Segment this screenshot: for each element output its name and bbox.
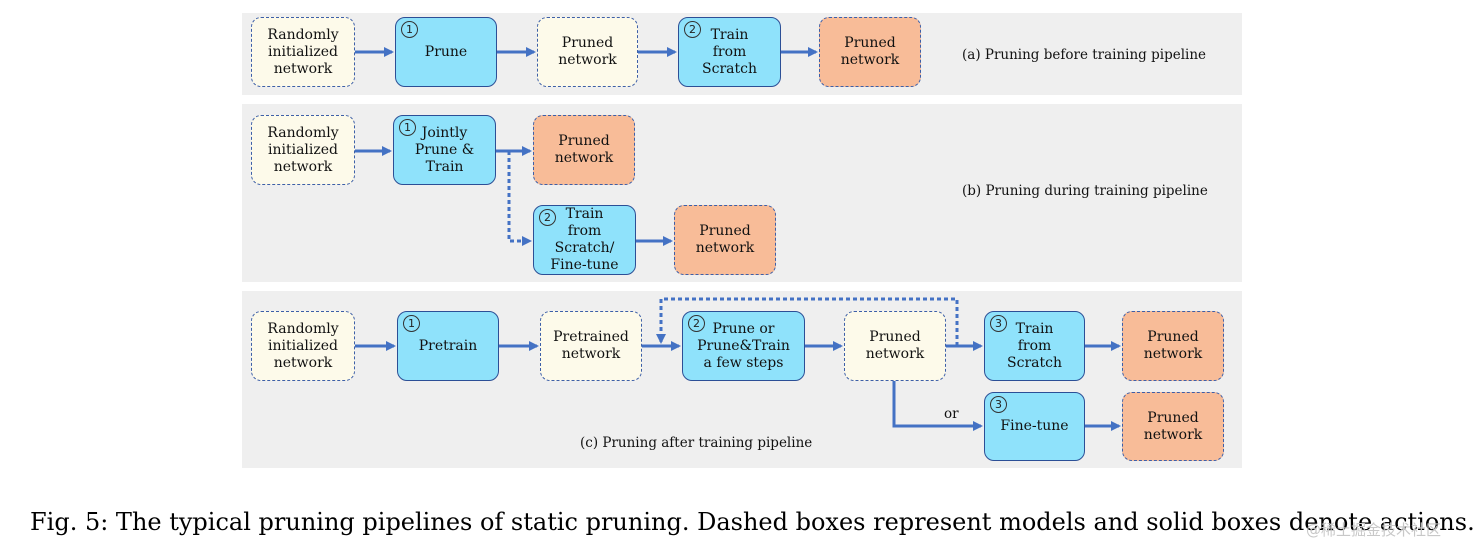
box-text: Pruned: [558, 133, 610, 149]
box-text: network: [695, 240, 755, 256]
box-text: Train: [425, 158, 464, 175]
box-text: Pruned: [1147, 409, 1199, 426]
box-text: Jointly: [421, 124, 468, 141]
box-text: network: [840, 52, 900, 68]
box-text: initialized: [268, 337, 338, 354]
box-text: initialized: [268, 141, 338, 158]
box-text: Train: [1015, 320, 1054, 337]
box-text: Pretrained: [553, 329, 629, 345]
jointly-prune-train-box: 1 Jointly Prune & Train: [393, 115, 496, 185]
step-1-marker: 1: [403, 315, 420, 332]
box-text: Prune: [424, 43, 468, 60]
step-2-marker: 2: [688, 315, 705, 332]
pruned-network-output-box: Pruned network: [819, 17, 921, 87]
box-text: network: [273, 60, 333, 77]
fine-tune-box: 3 Fine-tune: [984, 392, 1085, 461]
box-text: from: [567, 223, 602, 239]
step-3-marker: 3: [990, 396, 1007, 413]
figure-caption: Fig. 5: The typical pruning pipelines of…: [30, 508, 1475, 536]
pretrain-box: 1 Pretrain: [397, 311, 499, 381]
box-text: network: [273, 158, 333, 175]
box-text: network: [1143, 346, 1203, 362]
box-text: Randomly: [267, 26, 339, 43]
box-text: network: [558, 52, 617, 68]
pretrained-network-box: Pretrained network: [540, 311, 642, 381]
box-text: from: [1017, 337, 1052, 354]
step-1-marker: 1: [401, 21, 418, 38]
box-text: Train: [565, 206, 604, 222]
box-text: network: [1143, 426, 1203, 443]
box-text: Randomly: [267, 320, 339, 337]
box-text: network: [273, 354, 333, 371]
arrow-c-dotted: [656, 297, 959, 346]
box-text: Prune&Train: [697, 337, 790, 354]
box-text: initialized: [268, 43, 338, 60]
box-text: Fine-tune: [550, 257, 619, 273]
box-text: network: [561, 346, 621, 362]
arrow-b-dotted: [507, 151, 532, 246]
panel-c-label: (c) Pruning after training pipeline: [580, 435, 813, 451]
box-text: a few steps: [703, 354, 784, 371]
arrow-c-or: [892, 381, 983, 431]
box-text: Prune &: [414, 141, 475, 158]
train-from-scratch-box: 3 Train from Scratch: [984, 311, 1085, 381]
box-text: Pruned: [869, 329, 921, 345]
box-text: Fine-tune: [1000, 418, 1069, 434]
box-text: Pruned: [844, 35, 896, 51]
box-text: Pruned: [699, 223, 751, 239]
box-text: Scratch: [1007, 354, 1062, 371]
box-text: Pruned: [561, 35, 614, 51]
box-text: network: [554, 150, 614, 166]
box-text: Prune or: [712, 320, 775, 337]
watermark: @稀土掘金技术社区: [1306, 521, 1442, 539]
train-from-scratch-finetune-box: 2 Train from Scratch/ Fine-tune: [533, 205, 636, 275]
pruned-network-output-box: Pruned network: [533, 115, 635, 185]
pruned-network-box: Pruned network: [844, 311, 946, 381]
prune-or-prune-train-box: 2 Prune or Prune&Train a few steps: [682, 311, 805, 381]
box-text: Pruned: [1147, 329, 1199, 345]
box-text: Scratch/: [554, 240, 615, 256]
randomly-initialized-network-box: Randomly initialized network: [251, 311, 355, 381]
box-text: Pretrain: [418, 337, 478, 354]
box-text: from: [712, 43, 747, 60]
prune-action-box: 1 Prune: [395, 17, 497, 87]
pruned-network-output-box: Pruned network: [1122, 392, 1224, 461]
box-text: network: [865, 346, 925, 362]
box-text: Scratch: [702, 60, 757, 77]
randomly-initialized-network-box: Randomly initialized network: [251, 115, 355, 185]
pruned-network-output-box: Pruned network: [1122, 311, 1224, 381]
step-2-marker: 2: [539, 209, 556, 226]
randomly-initialized-network-box: Randomly initialized network: [251, 17, 355, 87]
or-label: or: [944, 406, 959, 422]
step-2-marker: 2: [684, 21, 701, 38]
step-3-marker: 3: [990, 315, 1007, 332]
panel-b-label: (b) Pruning during training pipeline: [962, 183, 1208, 199]
pruned-network-output-box: Pruned network: [674, 205, 776, 275]
panel-a-label: (a) Pruning before training pipeline: [962, 47, 1207, 63]
pruned-network-box: Pruned network: [537, 17, 638, 87]
box-text: Train: [710, 26, 749, 43]
train-from-scratch-box: 2 Train from Scratch: [678, 17, 781, 87]
step-1-marker: 1: [399, 119, 416, 136]
box-text: Randomly: [267, 124, 339, 141]
